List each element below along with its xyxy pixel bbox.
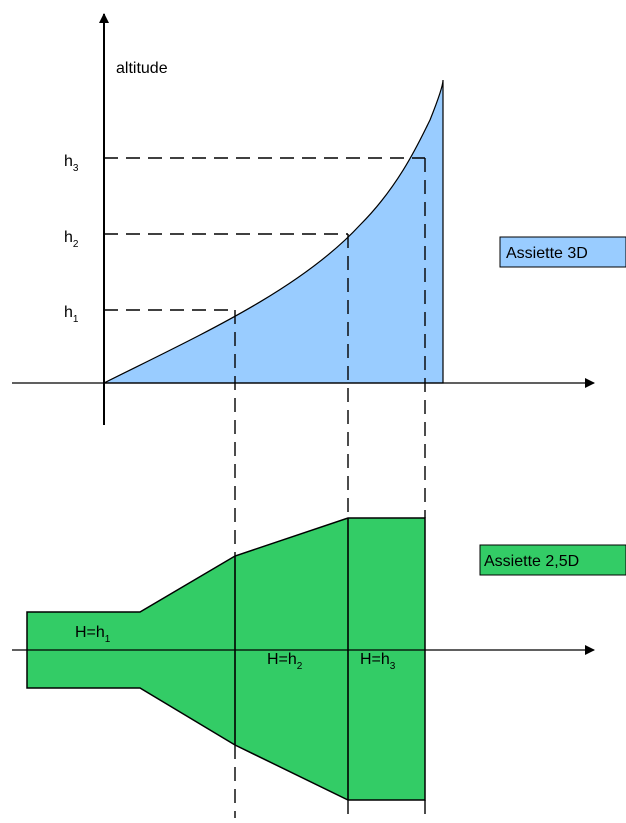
altitude-axis-label: altitude <box>116 60 168 77</box>
assiette-3d-label: Assiette 3D <box>506 245 588 262</box>
level-label-h2: h2 <box>64 229 79 250</box>
assiette-25d-label-box <box>479 544 626 576</box>
assiette-3d-label-box <box>499 236 626 268</box>
assiette-25d-label: Assiette 2,5D <box>484 553 579 570</box>
level-label-h3: h3 <box>64 153 79 174</box>
section-label-h1: H=h1 <box>75 624 111 645</box>
level-label-h1: h1 <box>64 304 79 325</box>
attitude-curve-area <box>103 79 444 384</box>
section-label-h2: H=h2 <box>267 651 303 672</box>
section-label-h3: H=h3 <box>360 651 396 672</box>
